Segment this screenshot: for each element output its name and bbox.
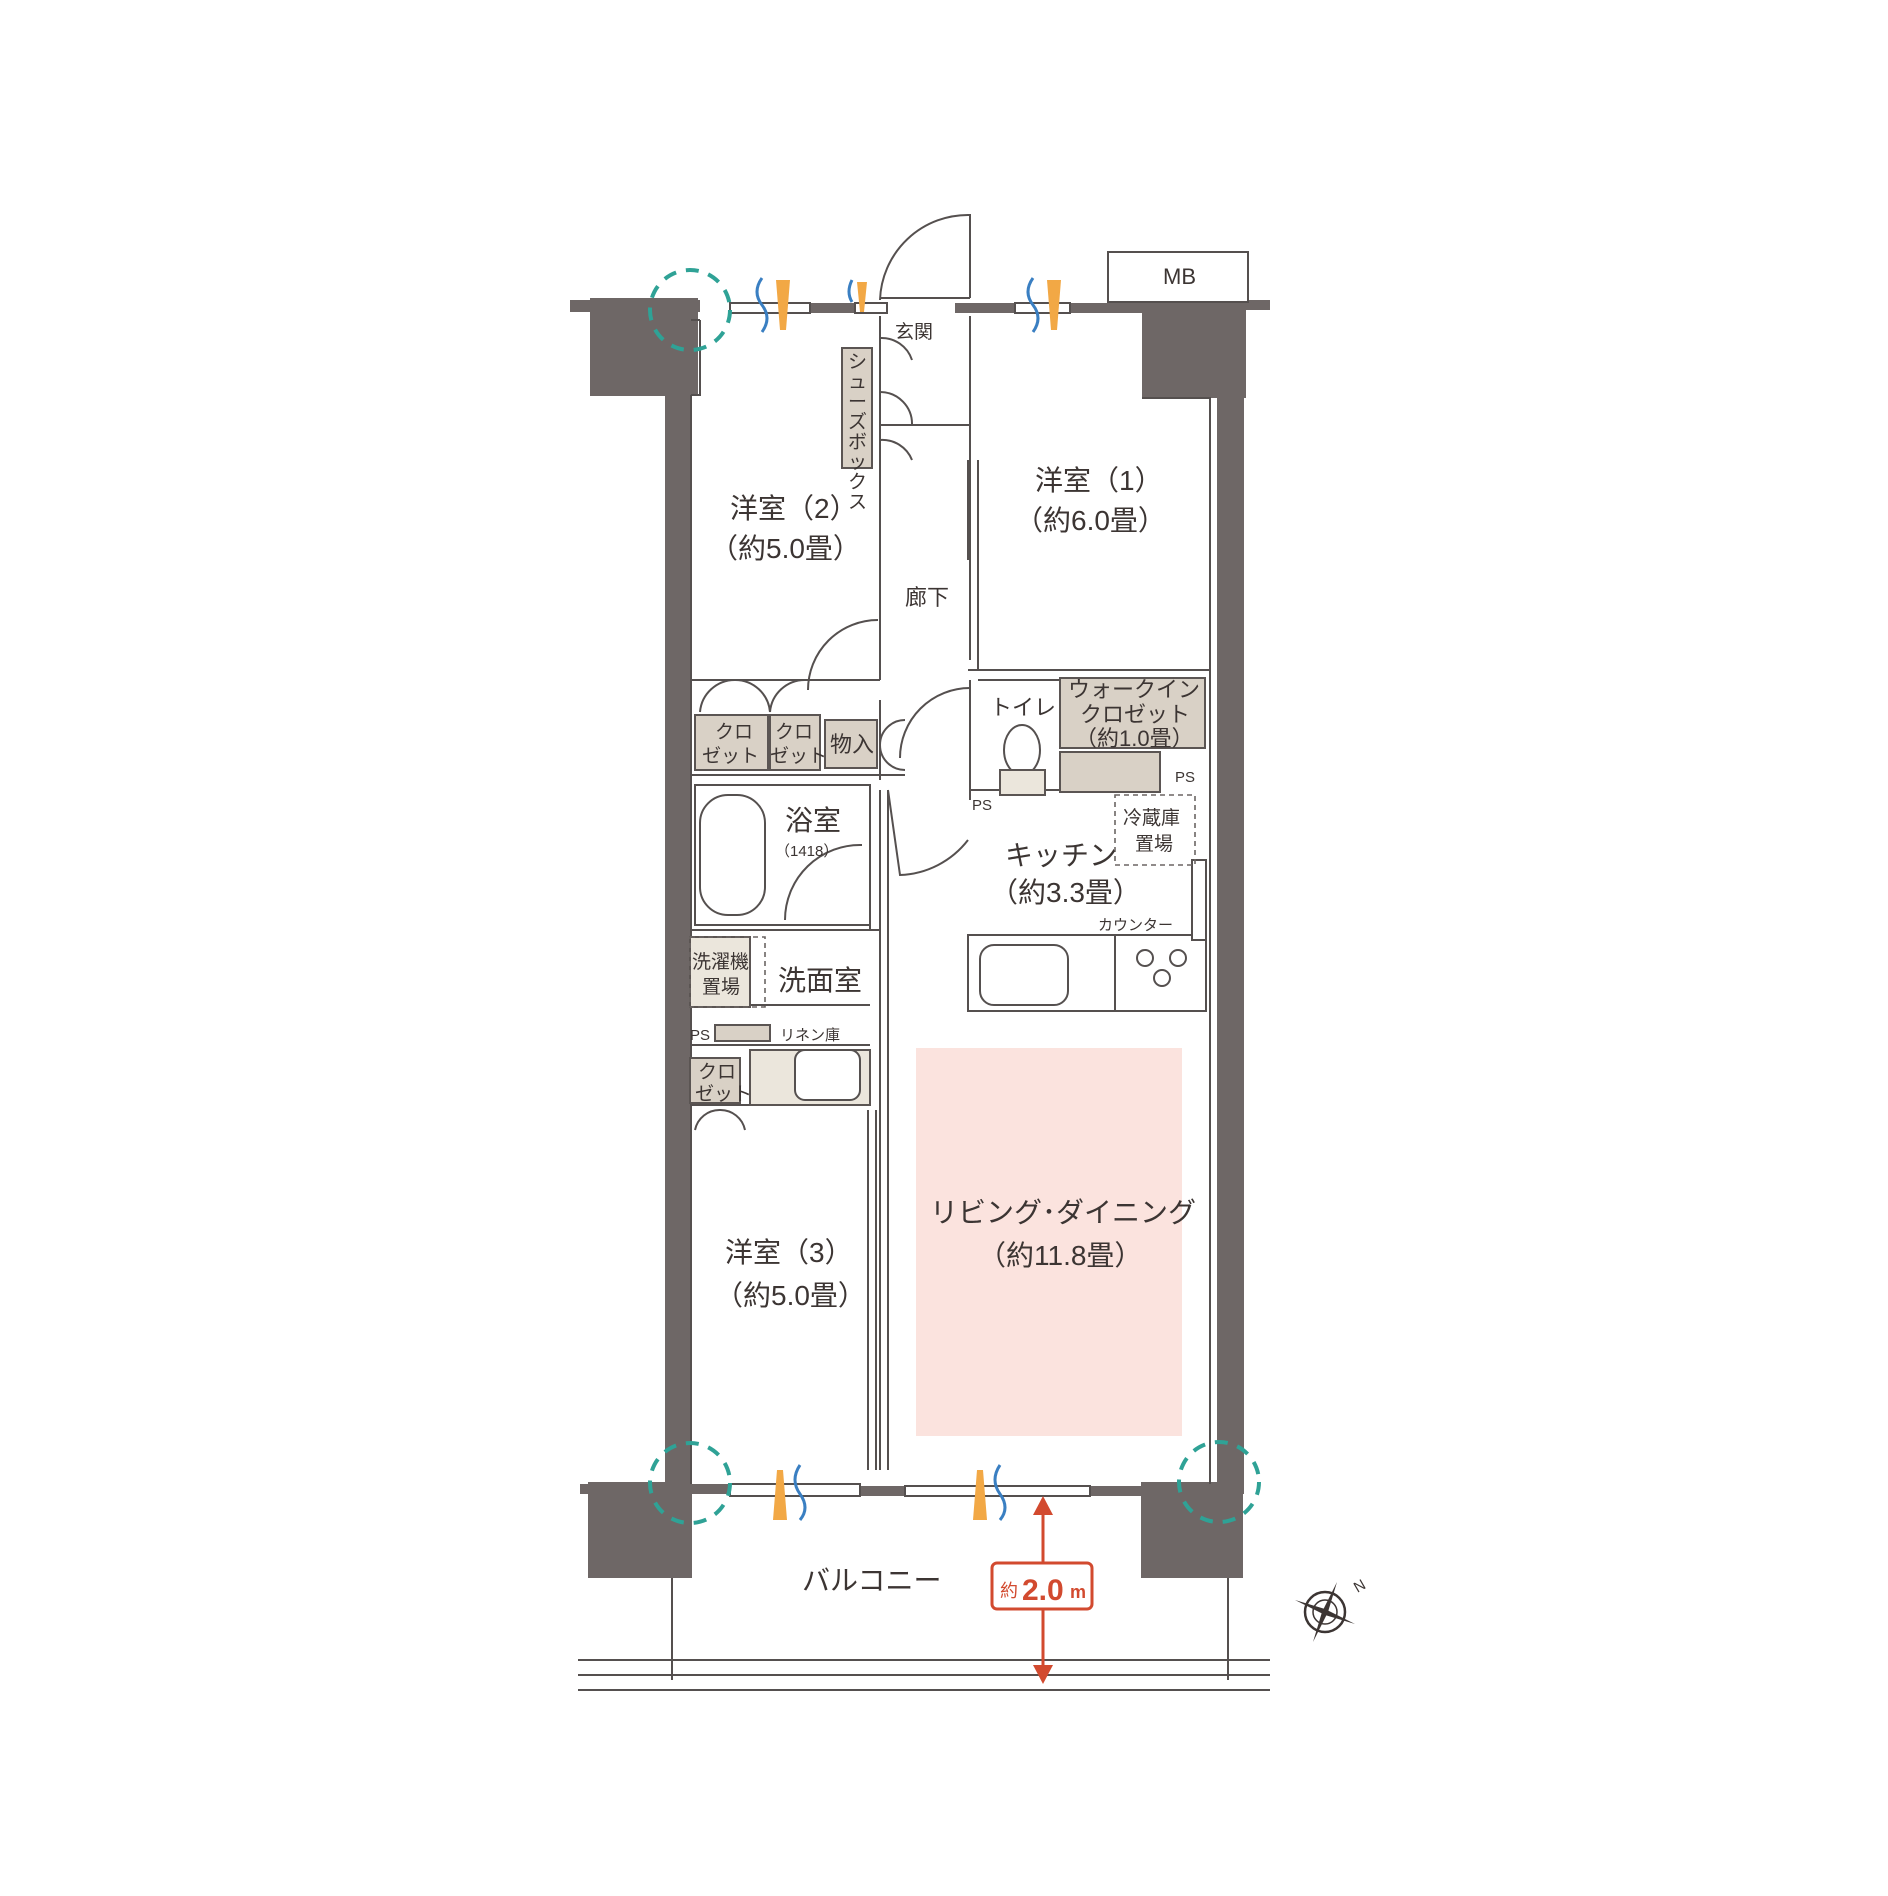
closet-c-line2: ゼット [695, 1083, 752, 1105]
closet-b-line2: ゼット [770, 745, 827, 767]
sun-icon [1047, 280, 1061, 330]
kitchen-name: キッチン [1005, 840, 1117, 871]
walkin-line2: クロゼット [1080, 702, 1190, 727]
balcony-label: バルコニー [802, 1565, 941, 1596]
svg-text:2.0: 2.0 [1022, 1574, 1064, 1607]
sun-icon [773, 1470, 787, 1520]
fridge-line2: 置場 [1135, 833, 1173, 855]
storage-box [824, 719, 878, 769]
ps-walkin: PS [1175, 769, 1195, 786]
walkin-line3: （約1.0畳） [1075, 726, 1194, 751]
washer-line1: 洗濯機 [692, 951, 749, 973]
walkin-line1: ウォークイン [1068, 677, 1200, 702]
shoe-box-label: シ ュ ー ズ ボ ッ ク ス [848, 352, 867, 513]
western2-name: 洋室（2） [730, 493, 858, 524]
western1-size: （約6.0畳） [1015, 505, 1166, 536]
bathtub [699, 794, 766, 916]
mb-label: MB [1163, 264, 1196, 289]
wind-icon [993, 1464, 1007, 1521]
wind-icon [793, 1464, 807, 1521]
living-name: リビング･ダイニング [930, 1197, 1196, 1228]
svg-text:ク: ク [848, 471, 867, 493]
fridge-line1: 冷蔵庫 [1123, 807, 1180, 829]
svg-text:ー: ー [848, 392, 867, 413]
closet-a-box [694, 714, 769, 771]
svg-text:ボ: ボ [848, 431, 867, 453]
storage-label: 物入 [830, 732, 874, 757]
structural-walls [570, 298, 1270, 1578]
svg-text:ッ: ッ [848, 452, 867, 473]
closet-c-line1: クロ [698, 1061, 736, 1083]
western3-size: （約5.0畳） [715, 1280, 866, 1311]
linen-label: リネン庫 [780, 1027, 840, 1044]
svg-text:ス: ス [848, 492, 867, 513]
bathroom-size: （1418） [775, 843, 838, 860]
wind-icon [1026, 277, 1040, 333]
bathroom-name: 浴室 [785, 805, 841, 836]
svg-text:ズ: ズ [848, 411, 867, 433]
washroom-label: 洗面室 [778, 965, 862, 996]
stove-icon [1136, 949, 1187, 987]
wind-icon [847, 279, 854, 303]
fixtures [689, 347, 1206, 1106]
western1-name: 洋室（1） [1035, 465, 1163, 496]
sun-icon [857, 282, 867, 312]
living-dining-area [916, 1048, 1182, 1436]
sunlight-wind-icons [755, 277, 1061, 1521]
western2-size: （約5.0畳） [710, 533, 861, 564]
western3-name: 洋室（3） [725, 1237, 853, 1268]
entrance-label: 玄関 [895, 321, 933, 343]
svg-text:シ: シ [848, 352, 867, 373]
kitchen-size: （約3.3畳） [990, 877, 1141, 908]
living-size: （約11.8畳） [978, 1240, 1142, 1271]
sun-icon [973, 1470, 987, 1520]
doors [694, 213, 971, 1131]
svg-text:ュ: ュ [848, 372, 867, 393]
balcony-depth-badge: 約 2.0 m [990, 1561, 1094, 1611]
wind-icon [755, 277, 769, 333]
ventilation-circles [648, 268, 1261, 1525]
closet-b-line1: クロ [775, 721, 813, 743]
balcony [578, 1578, 1270, 1691]
closet-a-line2: ゼット [702, 745, 759, 767]
hallway-label: 廊下 [905, 585, 949, 610]
compass-icon [1295, 1582, 1355, 1642]
closet-b-box [769, 714, 821, 771]
svg-text:約: 約 [1000, 1581, 1018, 1601]
north-label: N [1351, 1576, 1369, 1596]
closet-a-line1: クロ [715, 721, 753, 743]
washer-line2: 置場 [702, 976, 740, 998]
svg-text:m: m [1070, 1582, 1086, 1602]
ps-toilet: PS [972, 797, 992, 814]
counter-label: カウンター [1098, 917, 1173, 934]
sun-icon [776, 280, 790, 330]
toilet-label: トイレ [990, 695, 1056, 720]
ps-wash: PS [690, 1027, 710, 1044]
